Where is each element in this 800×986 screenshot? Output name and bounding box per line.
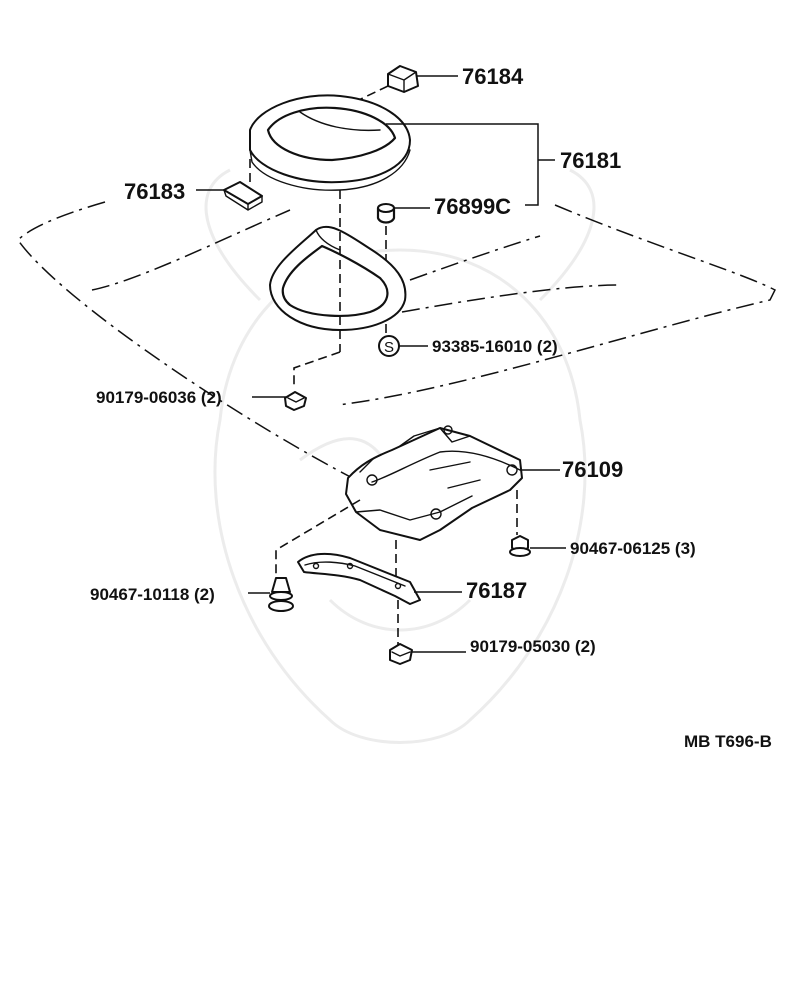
diagram-code: MB T696-B [684, 732, 772, 751]
label-93385-16010: 93385-16010 (2) [432, 337, 558, 356]
label-76181: 76181 [560, 148, 621, 173]
nut-90179-05030 [389, 643, 466, 665]
label-90179-06036: 90179-06036 (2) [96, 388, 222, 407]
spoiler-outline [17, 201, 777, 483]
plate-76187 [297, 552, 462, 645]
cap-76184 [341, 65, 458, 109]
label-90467-10118: 90467-10118 (2) [90, 585, 215, 604]
s-symbol: S [378, 335, 428, 357]
label-76187: 76187 [466, 578, 527, 603]
label-76183: 76183 [124, 179, 185, 204]
label-76109: 76109 [562, 457, 623, 482]
label-90179-05030: 90179-05030 (2) [470, 637, 596, 656]
nut-90179-06036 [252, 391, 307, 411]
clip-90467-10118 [248, 577, 294, 612]
clip-76183 [196, 158, 263, 211]
part-labels: 76184 76181 76183 76899C 93385-16010 (2)… [90, 64, 772, 751]
label-90467-06125: 90467-06125 (3) [570, 539, 696, 558]
bezel-76181 [249, 94, 555, 206]
label-76899c: 76899C [434, 194, 511, 219]
label-76184: 76184 [462, 64, 524, 89]
bolt-90467-06125 [509, 535, 566, 557]
s-symbol-letter: S [384, 339, 394, 356]
base-frame [269, 190, 407, 385]
bracket-76109 [275, 425, 560, 578]
